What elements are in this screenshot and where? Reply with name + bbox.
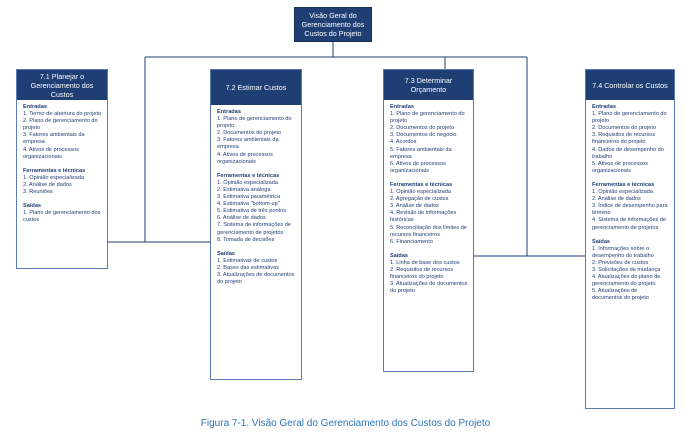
list-item: 1. Opinião especializada xyxy=(217,179,278,186)
process-box-determine-budget: 7.3 Determinar Orçamento Entradas 1. Pla… xyxy=(383,69,474,372)
list-item: 2. Requisitos de recursos financeiros do… xyxy=(390,266,454,281)
list-item: 1. Plano de gerenciamento do projeto xyxy=(390,111,465,125)
process-box-estimate-costs: 7.2 Estimar Custos Entradas 1. Plano de … xyxy=(210,69,302,380)
list-item: 5. Fatores ambientais da empresa xyxy=(390,146,452,160)
list-item: 1. Linha de base dos custos xyxy=(390,259,460,266)
process-title: 7.4 Controlar os Custos xyxy=(592,80,668,90)
process-box-control-costs: 7.4 Controlar os Custos Entradas 1. Plan… xyxy=(585,69,675,409)
overview-title-box: Visão Geral do Gerenciamento dos Custos … xyxy=(294,7,372,42)
process-header: 7.4 Controlar os Custos xyxy=(586,70,674,100)
process-body: Entradas 1. Plano de gerenciamento do pr… xyxy=(211,105,301,289)
process-title: 7.1 Planejar o Gerenciamento dos Custos xyxy=(30,71,94,99)
list-item: 4. Estimativa "bottom-up" xyxy=(217,201,280,208)
section-title-inputs: Entradas xyxy=(390,104,414,110)
section-title-inputs: Entradas xyxy=(217,109,241,115)
process-header: 7.3 Determinar Orçamento xyxy=(384,70,473,100)
list-item: 3. Reuniões xyxy=(23,189,53,196)
list-item: 6. Análise de dados xyxy=(217,215,266,222)
list-item: 1. Plano de gerenciamento do projeto xyxy=(217,116,292,130)
process-header: 7.2 Estimar Custos xyxy=(211,70,301,105)
list-item: 1. Informações sobre o desempenho do tra… xyxy=(592,245,654,259)
list-item: 3. Solicitações de mudança xyxy=(592,266,661,273)
list-item: 1. Opinião especializada xyxy=(23,174,84,181)
list-item: 1. Plano de gerenciamento do projeto xyxy=(592,111,667,125)
list-item: 4. Acordos xyxy=(390,139,417,146)
list-item: 2. Estimativa análoga xyxy=(217,186,271,193)
list-item: 3. Requisitos de recursos financeiros do… xyxy=(592,132,656,146)
list-item: 4. Dados de desempenho do trabalho xyxy=(592,146,664,160)
section-title-tools: Ferramentas e técnicas xyxy=(217,172,280,179)
list-item: 6. Financiamento xyxy=(390,238,433,245)
list-item: 5. Ativos de processos organizacionais xyxy=(592,160,648,174)
process-header: 7.1 Planejar o Gerenciamento dos Custos xyxy=(17,70,107,100)
list-item: 2. Plano de gerenciamento do projeto xyxy=(23,118,98,132)
list-item: 3. Fatores ambientais da empresa xyxy=(23,132,85,146)
list-item: 3. Atualizações de documentos do projeto xyxy=(390,281,468,295)
list-item: 5. Atualizações de documentos do projeto xyxy=(592,288,649,302)
list-item: 7. Sistema de informações de gerenciamen… xyxy=(217,222,291,236)
list-item: 3. Atualizações de documentos do projeto xyxy=(217,271,295,286)
list-item: 1. Estimativas de custos xyxy=(217,257,278,264)
process-box-plan-cost-management: 7.1 Planejar o Gerenciamento dos Custos … xyxy=(16,69,108,269)
section-title-inputs: Entradas xyxy=(592,104,616,110)
list-item: 2. Bases das estimativas xyxy=(217,264,279,271)
list-item: 2. Documentos do projeto xyxy=(217,130,282,137)
list-item: 3. Estimativa paramétrica xyxy=(217,194,281,201)
section-title-tools: Ferramentas e técnicas xyxy=(390,181,453,188)
section-title-outputs: Saídas xyxy=(217,250,236,257)
process-body: Entradas 1. Plano de gerenciamento do pr… xyxy=(586,100,674,305)
list-item: 1. Termo de abertura do projeto xyxy=(23,111,102,118)
list-item: 2. Documentos do projeto xyxy=(390,125,455,132)
list-item: 1. Opinião especializada xyxy=(390,189,451,196)
section-title-inputs: Entradas xyxy=(23,104,47,110)
list-item: 3. Documentos do negócio xyxy=(390,132,457,139)
section-title-tools: Ferramentas e técnicas xyxy=(592,181,655,188)
list-item: 3. Índice de desempenho para término xyxy=(592,203,668,217)
list-item: 4. Ativos de processos organizacionais xyxy=(23,146,79,160)
overview-title: Visão Geral do Gerenciamento dos Custos … xyxy=(301,11,365,38)
process-title: 7.2 Estimar Custos xyxy=(225,83,287,92)
list-item: 3. Fatores ambientais da empresa xyxy=(217,137,279,151)
section-title-outputs: Saídas xyxy=(390,252,409,259)
list-item: 5. Reconciliação dos limites de recursos… xyxy=(390,224,467,238)
list-item: 1. Plano de gerenciamento dos custos xyxy=(23,210,101,224)
section-title-outputs: Saídas xyxy=(592,238,611,245)
list-item: 2. Agregação de custos xyxy=(390,196,449,203)
list-item: 2. Análise de dados xyxy=(23,181,72,188)
list-item: 4. Atualizações do plano de gerenciament… xyxy=(592,274,661,288)
list-item: 6. Ativos de processos organizacionais xyxy=(390,160,446,174)
section-title-outputs: Saídas xyxy=(23,203,42,210)
list-item: 5. Estimativa de três pontos xyxy=(217,208,287,215)
list-item: 2. Análise de dados xyxy=(592,196,641,203)
list-item: 2. Previsões de custos xyxy=(592,259,649,266)
list-item: 2. Documentos do projeto xyxy=(592,125,657,132)
list-item: 3. Análise de dados xyxy=(390,203,439,210)
list-item: 1. Opinião especializada xyxy=(592,189,653,196)
list-item: 8. Tomada de decisões xyxy=(217,236,275,243)
section-title-tools: Ferramentas e técnicas xyxy=(23,167,86,174)
process-title: 7.3 Determinar Orçamento xyxy=(404,76,453,94)
list-item: 4. Sistema de informações de gerenciamen… xyxy=(592,217,666,231)
list-item: 4. Revisão de informações históricas xyxy=(390,210,457,224)
process-body: Entradas 1. Termo de abertura do projeto… xyxy=(17,100,107,227)
process-body: Entradas 1. Plano de gerenciamento do pr… xyxy=(384,100,473,298)
figure-caption: Figura 7-1. Visão Geral do Gerenciamento… xyxy=(200,418,491,429)
list-item: 4. Ativos de processos organizacionais xyxy=(217,151,273,165)
